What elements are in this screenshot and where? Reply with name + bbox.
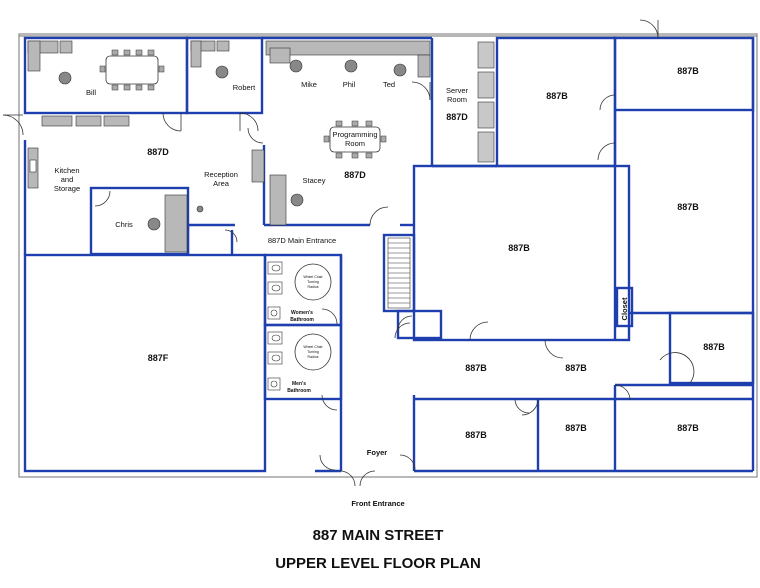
wc-radius-1a: Wheel Chair	[303, 275, 323, 279]
main-entrance-label: 887D Main Entrance	[268, 236, 336, 245]
bathroom-labels: Women's Bathroom Men's Bathroom Wheel Ch…	[287, 275, 323, 394]
room-server-1: Server	[446, 86, 469, 95]
unit-887D-main: 887D	[147, 147, 169, 157]
womens-label: Women's	[291, 310, 313, 316]
room-reception-2: Area	[213, 179, 230, 188]
room-robert: Robert	[233, 83, 256, 92]
wc-radius-2b: Turning	[307, 350, 319, 354]
room-kitchen-2: and	[61, 175, 74, 184]
unit-887B-j: 887B	[677, 423, 699, 433]
room-mike: Mike	[301, 80, 317, 89]
unit-887D-server: 887D	[446, 112, 468, 122]
unit-887B-e: 887B	[703, 342, 725, 352]
unit-887B-h: 887B	[465, 430, 487, 440]
room-kitchen-1: Kitchen	[54, 166, 79, 175]
room-server-2: Room	[447, 95, 467, 104]
unit-887B-g: 887B	[565, 363, 587, 373]
toilet-icon	[267, 261, 283, 365]
room-kitchen-3: Storage	[54, 184, 80, 193]
room-foyer: Foyer	[367, 448, 388, 457]
mens-bathroom-label: Bathroom	[287, 388, 311, 394]
unit-887B-c: 887B	[677, 202, 699, 212]
room-phil: Phil	[343, 80, 356, 89]
front-entrance-label: Front Entrance	[351, 499, 404, 508]
unit-labels: 887D 887D 887D 887F 887B 887B 887B 887B …	[147, 66, 725, 440]
building-outline	[18, 33, 758, 478]
title-line-1: 887 MAIN STREET	[313, 527, 444, 544]
sink-icon	[29, 159, 281, 391]
wheelchair-turning-radius	[294, 263, 332, 371]
wc-radius-2a: Wheel Chair	[303, 345, 323, 349]
room-ted: Ted	[383, 80, 395, 89]
unit-887B-f: 887B	[465, 363, 487, 373]
unit-887B-b: 887B	[677, 66, 699, 76]
room-programming-1: Programming	[332, 130, 377, 139]
room-chris: Chris	[115, 220, 133, 229]
room-bill: Bill	[86, 88, 96, 97]
title-line-2: UPPER LEVEL FLOOR PLAN	[275, 555, 481, 572]
room-stacey: Stacey	[303, 176, 326, 185]
unit-887B-d: 887B	[508, 243, 530, 253]
room-reception-1: Reception	[204, 170, 238, 179]
unit-887B-i: 887B	[565, 423, 587, 433]
wc-radius-1c: Radius	[308, 285, 319, 289]
office-chair-icon	[58, 59, 407, 231]
womens-bathroom-label: Bathroom	[290, 317, 314, 323]
unit-887B-a: 887B	[546, 91, 568, 101]
door-swing-icon	[2, 19, 695, 487]
conference-table-icon	[105, 55, 381, 153]
room-closet: Closet	[620, 297, 629, 320]
unit-887D-center: 887D	[344, 170, 366, 180]
room-labels: Bill Robert Mike Phil Ted Server Room Pr…	[54, 80, 629, 508]
wc-radius-1b: Turning	[307, 280, 319, 284]
wc-radius-2c: Radius	[308, 355, 319, 359]
stairs-icon	[387, 237, 411, 309]
plan-title: 887 MAIN STREET UPPER LEVEL FLOOR PLAN	[275, 527, 481, 572]
room-programming-2: Room	[345, 139, 365, 148]
meeting-chairs	[99, 49, 387, 159]
unit-887F: 887F	[148, 353, 169, 363]
mens-label: Men's	[292, 381, 306, 387]
server-rack-icon	[477, 41, 495, 163]
